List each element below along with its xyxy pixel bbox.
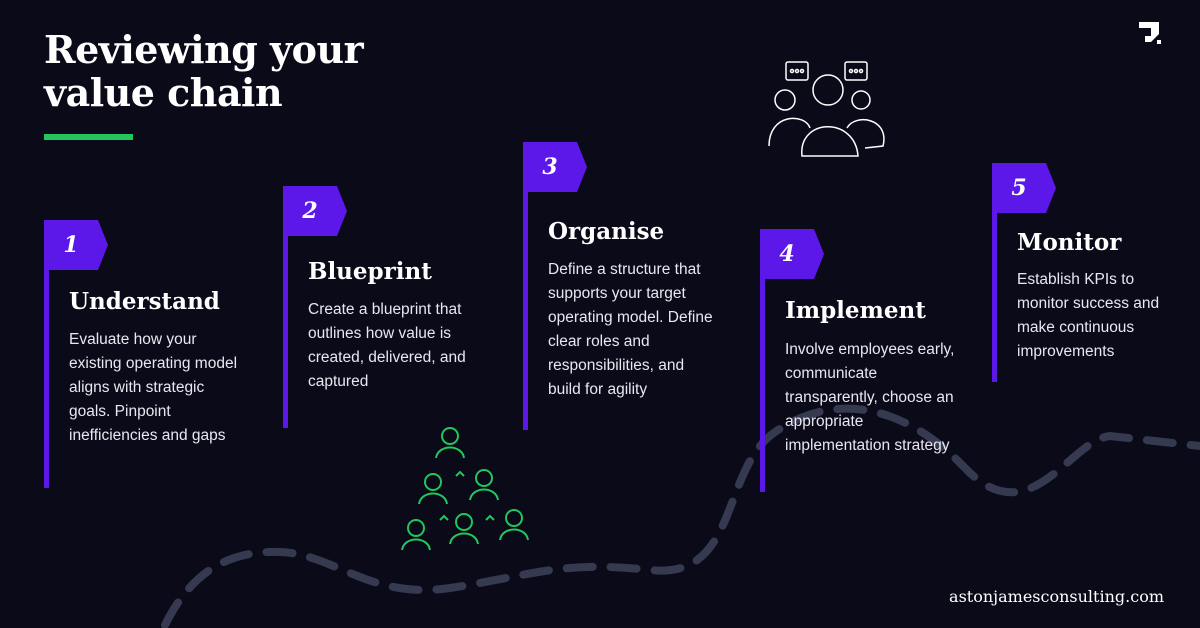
step-title: Blueprint [308,258,432,285]
team-pyramid-icon [401,427,529,551]
step-flag: 4 [760,229,824,279]
title-underline [44,134,133,140]
flag-pole [44,220,49,488]
step-number: 4 [779,241,795,267]
flag-pole [523,142,528,430]
step-description: Involve employees early, communicate tra… [785,341,955,454]
title-line-2: value chain [44,70,283,115]
step-title: Monitor [1017,229,1122,256]
step-description: Evaluate how your existing operating mod… [69,331,238,444]
team-discussion-icon [768,61,885,157]
step-number: 3 [542,154,558,180]
step-description: Define a structure that supports your ta… [548,261,713,398]
flag-pole [760,229,765,492]
step-description: Establish KPIs to monitor success and ma… [1017,271,1160,360]
step-number: 1 [63,232,79,258]
step-flag: 5 [992,163,1056,213]
website-link[interactable]: astonjamesconsulting.com [949,587,1164,606]
step-flag: 3 [523,142,587,192]
logo-icon [1139,22,1161,44]
step-flag: 1 [44,220,108,270]
step-number: 2 [302,198,318,224]
title-line-1: Reviewing your [44,27,364,72]
step-title: Implement [785,297,926,324]
step-title: Understand [69,288,220,315]
step-flag: 2 [283,186,347,236]
step-description: Create a blueprint that outlines how val… [308,301,466,390]
flag-pole [283,186,288,428]
step-title: Organise [548,218,665,245]
flag-pole [992,163,997,382]
step-number: 5 [1011,175,1027,201]
